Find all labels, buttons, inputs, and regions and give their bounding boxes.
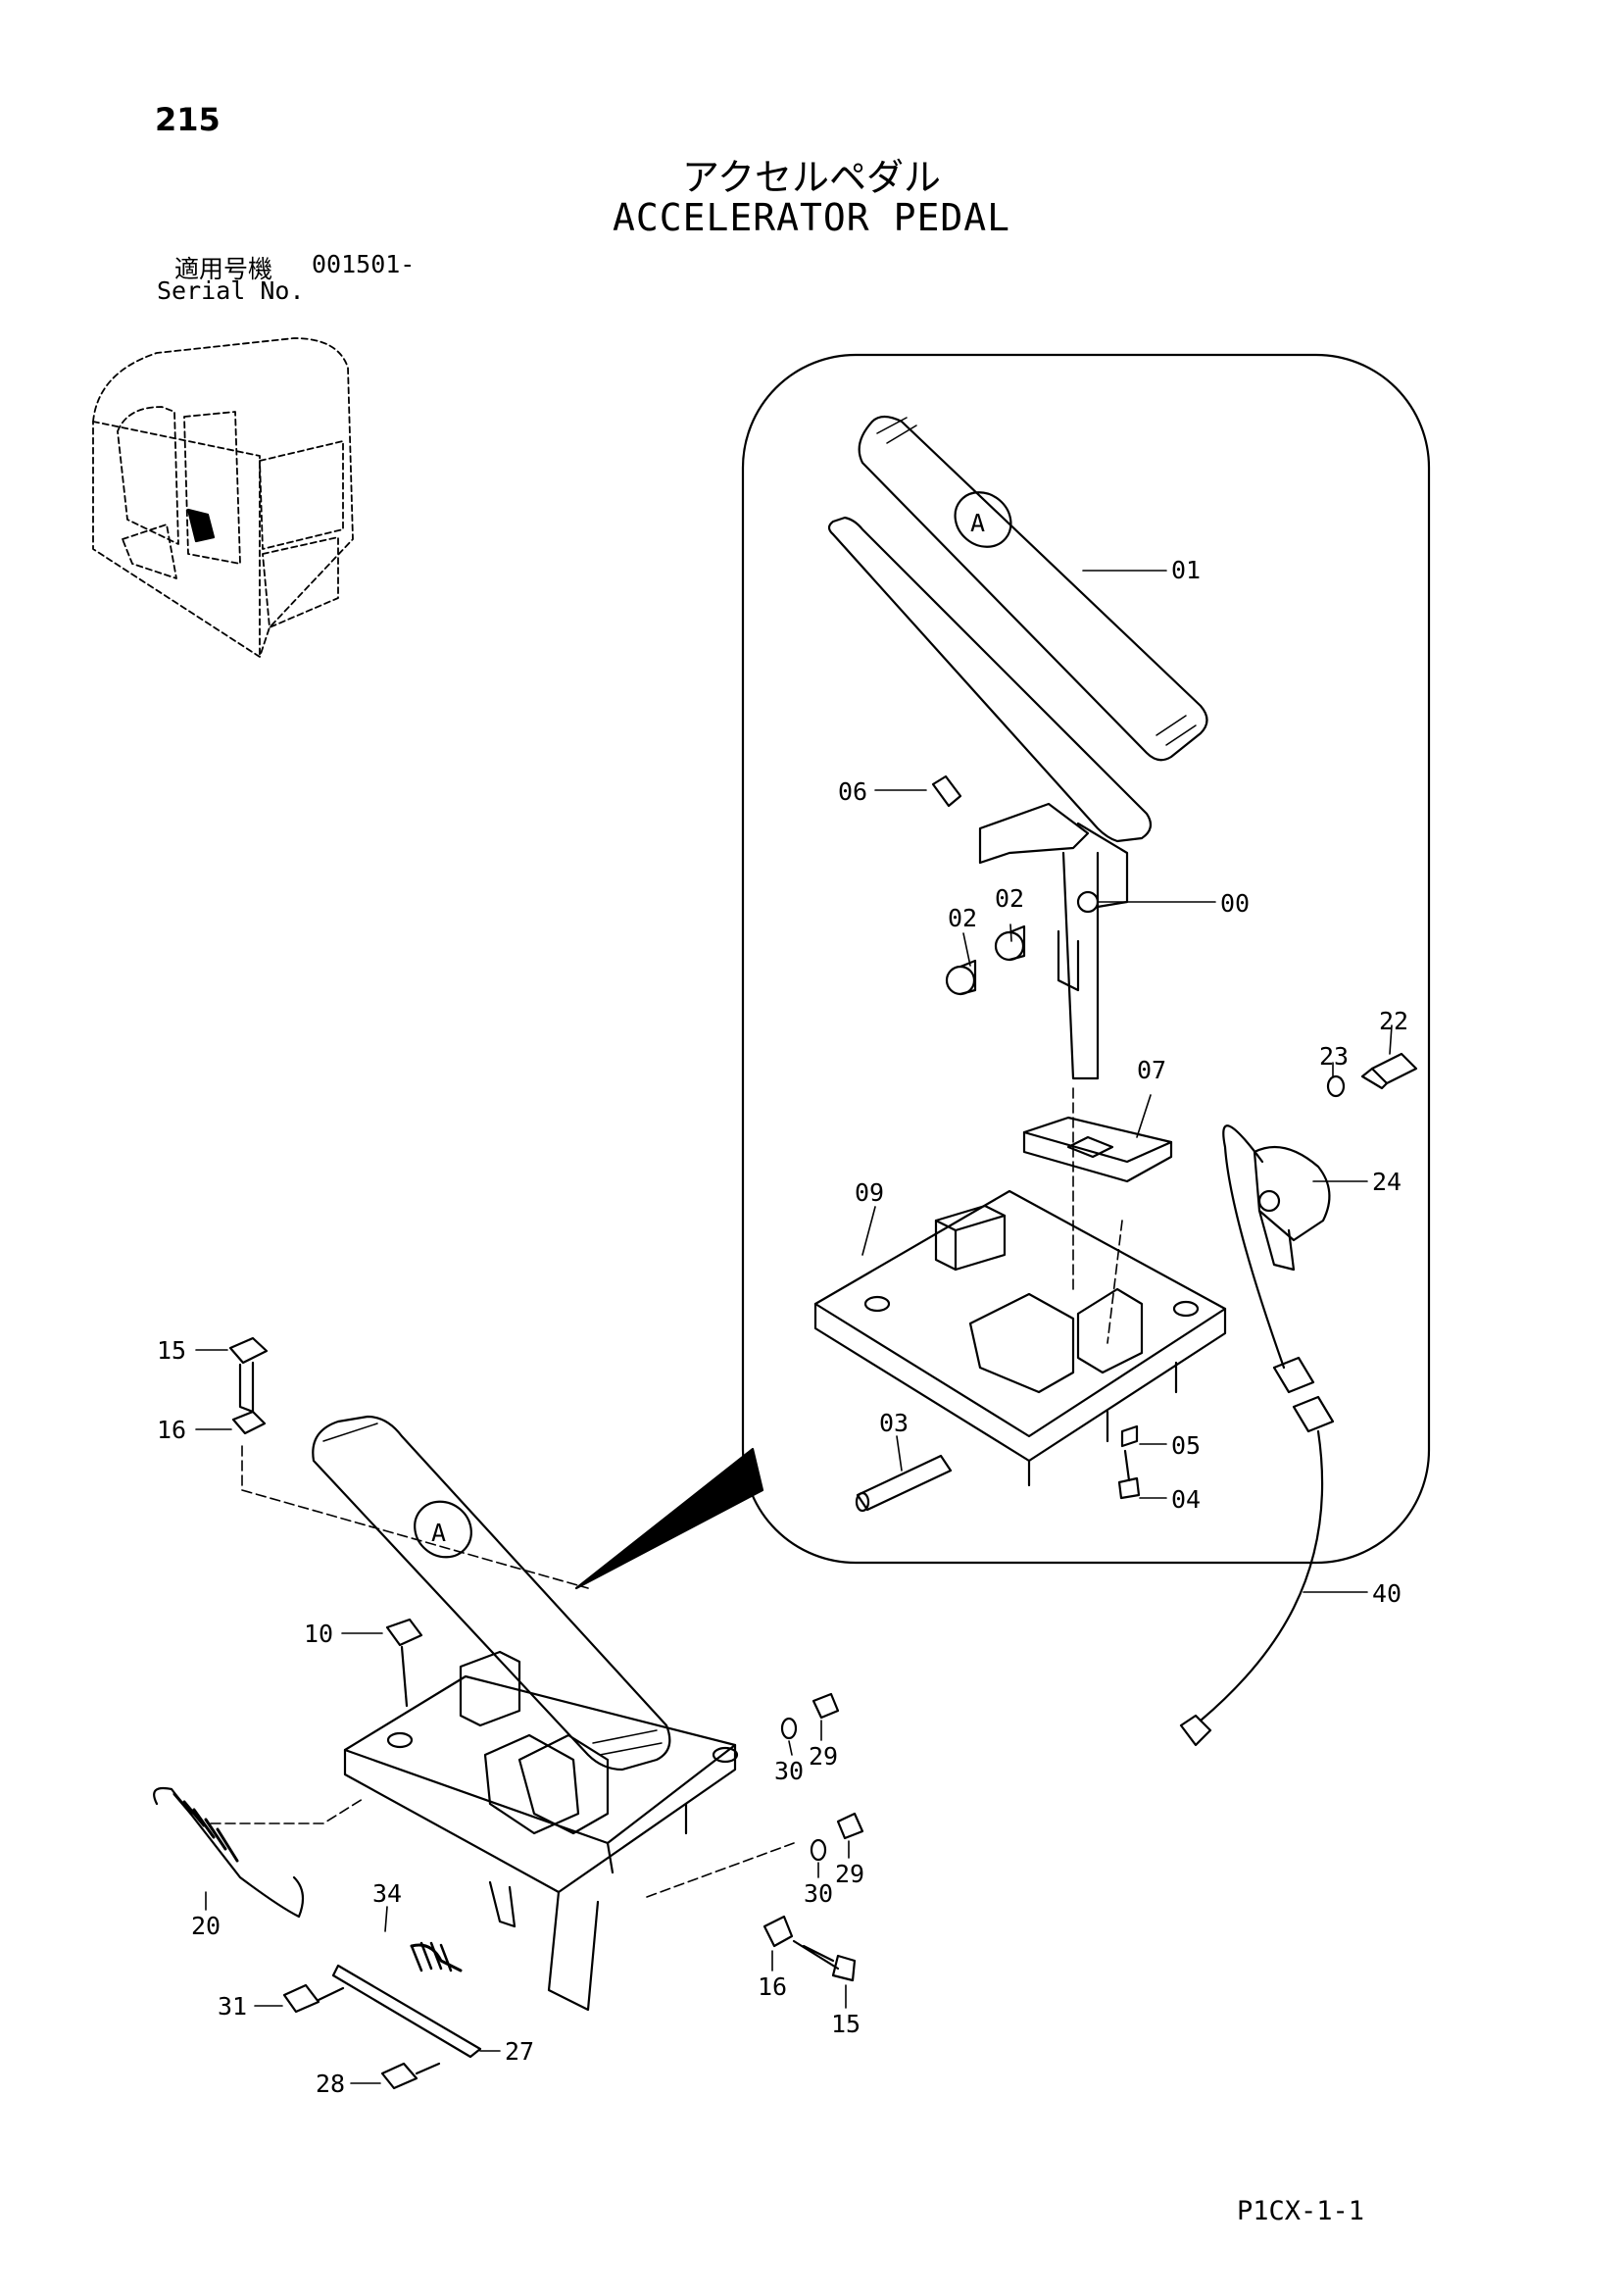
callout-00: 00: [1220, 889, 1250, 918]
nut-16-top: [231, 1410, 267, 1435]
callout-06: 06: [838, 777, 867, 806]
sensor-bolt-detail: [1360, 1052, 1418, 1090]
grease-fitting: [931, 774, 962, 808]
callout-01: 01: [1171, 556, 1201, 584]
callout-40: 40: [1372, 1579, 1402, 1608]
base-plate-main: [343, 1650, 739, 2012]
washer-nut-29-30: [780, 1692, 864, 1862]
callout-29-lower: 29: [835, 1860, 864, 1888]
spring-20: [153, 1786, 305, 1919]
bolt-15-top: [228, 1336, 269, 1414]
pedal-letter-detail: A: [970, 509, 985, 537]
callout-23: 23: [1319, 1042, 1349, 1071]
document-code: P1CX-1-1: [1237, 2196, 1365, 2226]
return-spring-34: [410, 1941, 463, 1972]
small-bolt-detail: [1117, 1424, 1141, 1500]
nut-16-bottom: [762, 1915, 794, 1948]
callout-02-upper: 02: [995, 884, 1024, 913]
pedal-pad: [858, 415, 1208, 762]
serial-label-japanese: 適用号機: [174, 255, 273, 283]
callout-03: 03: [879, 1409, 909, 1437]
bolt-31: [282, 1983, 345, 2014]
callout-15-bottom: 15: [831, 2010, 861, 2038]
callout-30-upper: 30: [774, 1757, 804, 1785]
pedal-arm-detail: [827, 516, 1153, 1080]
cab-locator-icon: [92, 337, 354, 658]
detail-pointer: [574, 1447, 764, 1590]
control-cable: [1179, 1124, 1335, 1747]
callout-31: 31: [218, 1992, 247, 2021]
pedal-pad-main: [312, 1415, 671, 1772]
cab-pedal-location-icon: [186, 508, 216, 543]
serial-label-english: Serial No.: [157, 276, 305, 305]
detail-view-frame: [741, 353, 1431, 1565]
callout-05: 05: [1171, 1431, 1201, 1460]
serial-number: 001501-: [312, 250, 416, 278]
washer-detail: [1326, 1074, 1346, 1098]
callout-16-bottom: 16: [758, 1972, 787, 2001]
callout-07: 07: [1137, 1056, 1166, 1084]
callout-15-top: 15: [157, 1336, 186, 1365]
callout-16-top: 16: [157, 1416, 186, 1444]
pedal-letter-main: A: [431, 1519, 446, 1547]
callout-20: 20: [191, 1912, 221, 1940]
stay-27: [331, 1964, 482, 2059]
callout-09: 09: [855, 1178, 884, 1207]
title-english: ACCELERATOR PEDAL: [613, 196, 1010, 239]
callout-27: 27: [505, 2037, 534, 2066]
bolt-28: [380, 2062, 441, 2090]
callout-04: 04: [1171, 1485, 1201, 1514]
callout-24: 24: [1372, 1168, 1402, 1196]
callout-22: 22: [1379, 1007, 1408, 1035]
page-number: 215: [155, 101, 221, 138]
title-japanese: アクセルペダル: [681, 156, 942, 199]
callout-34: 34: [372, 1879, 402, 1908]
callout-28: 28: [316, 2070, 345, 2098]
hex-bolt-main: [385, 1618, 423, 1708]
base-plate-detail: [813, 1189, 1227, 1487]
leader-lines: [195, 570, 1393, 2084]
callout-30-lower: 30: [804, 1879, 833, 1908]
callout-02-lower: 02: [948, 904, 977, 932]
bolt-15-bottom: [792, 1939, 857, 1982]
stopper-pad: [1022, 1116, 1173, 1183]
callout-10: 10: [304, 1620, 333, 1648]
pin-detail: [855, 1454, 953, 1513]
callout-29-upper: 29: [809, 1742, 838, 1771]
pedal-sensor: [1253, 1145, 1331, 1272]
